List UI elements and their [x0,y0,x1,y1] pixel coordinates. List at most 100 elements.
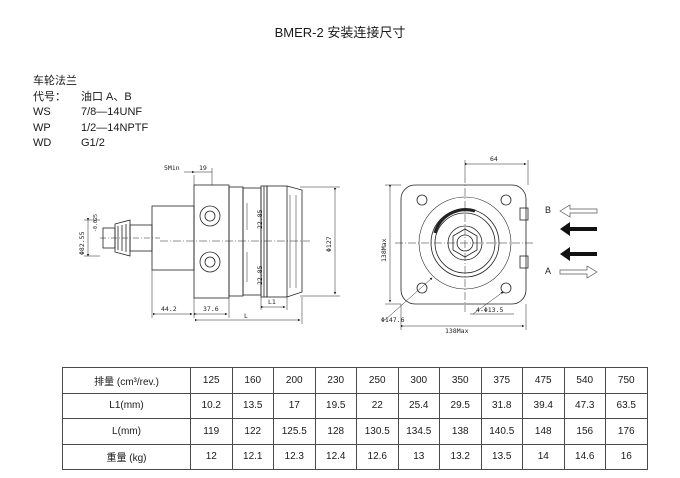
spec-key: WP [33,121,51,134]
spec-row-wd: WD G1/2 [33,136,148,152]
table-cell: 122 [231,418,274,445]
table-cell: 63.5 [605,392,648,419]
table-cell: 13.2 [439,443,482,470]
row-header: 重量 (kg) [62,443,191,470]
table-cell: 250 [356,367,399,394]
table-cell: 12.3 [273,443,316,470]
spec-key: 代号： [33,90,66,103]
dim-37-6: 37.6 [203,305,219,313]
end-cover [266,185,288,298]
row-header: 排量 (cm³/rev.) [62,367,191,394]
row-header: L1(mm) [62,392,191,419]
page-title: BMER-2 安装连接尺寸 [274,25,406,40]
gerotor-section [228,186,244,297]
table-cell: 475 [522,367,565,394]
technical-drawing: 5Min 19 22.85 22.85 Φ127 Φ82.55 -0.025 4… [78,155,598,335]
table-cell: 12.1 [231,443,274,470]
table-cell: 16 [605,443,648,470]
port-b-label: B [545,205,551,215]
port-a-side [199,251,221,273]
port-b-side [199,205,221,227]
motor-body [193,184,230,299]
table-cell: 128 [314,418,357,445]
arrow-a-outline [559,265,598,279]
spec-key: WD [33,137,52,149]
dim-22-85-lower: 22.85 [256,265,264,285]
spec-heading: 车轮法兰 [33,75,77,87]
side-view [84,168,340,324]
spec-row-code: 代号： 油口 A、B [33,90,148,106]
dim-l1: L1 [268,298,276,306]
table-row: L1(mm) 10.2 13.5 17 19.5 22 25.4 29.5 31… [62,392,648,419]
mount-hole [416,194,428,206]
port-b-front [519,207,529,221]
table-cell: 350 [439,367,482,394]
table-cell: 13.5 [231,392,274,419]
table-cell: 750 [605,367,648,394]
table-cell: 25.4 [397,392,440,419]
arrow-in-dark [560,222,597,236]
table-cell: 148 [522,418,565,445]
table-cell: 156 [563,418,606,445]
dim-tolerance: -0.025 [93,214,99,232]
table-cell: 138 [439,418,482,445]
table-cell: 12.4 [314,443,357,470]
table-row: 重量 (kg) 12 12.1 12.3 12.4 12.6 13 13.2 1… [62,443,648,470]
table-cell: 31.8 [480,392,523,419]
table-cell: 160 [231,367,274,394]
table-cell: 125 [190,367,233,394]
port-a-front [519,255,529,269]
dim-138max-horizontal: 138Max [445,327,469,335]
table-cell: 230 [314,367,357,394]
port-a-label: A [545,266,551,276]
dim-5min: 5Min [164,164,180,172]
table-cell: 119 [190,418,233,445]
spec-value: G1/2 [81,137,105,149]
dim-phi-127: Φ127 [325,236,333,252]
flow-arrows: B A [545,204,598,279]
table-row: 排量 (cm³/rev.) 125 160 200 230 250 300 35… [62,367,648,394]
table-cell: 130.5 [356,418,399,445]
table-cell: 13 [397,443,440,470]
front-view-labels: 64 138Max Φ147.6 4-Φ13.5 138Max [380,155,503,335]
spec-table: 排量 (cm³/rev.) 125 160 200 230 250 300 35… [62,367,648,470]
dim-64: 64 [490,155,498,163]
table-cell: 12.6 [356,443,399,470]
dim-l: L [244,312,248,320]
arrow-out-dark [560,247,597,261]
spec-row-ws: WS 7/8—14UNF [33,105,148,121]
dim-138max-vertical: 138Max [380,238,388,262]
table-cell: 375 [480,367,523,394]
spec-key: WS [33,106,51,118]
arrow-b-outline [559,204,598,218]
table-cell: 140.5 [480,418,523,445]
side-view-labels: 5Min 19 22.85 22.85 Φ127 Φ82.55 -0.025 4… [78,164,333,320]
spec-value: 7/8—14UNF [81,106,143,118]
table-cell: 14 [522,443,565,470]
table-cell: 540 [563,367,606,394]
dim-phi-82-55: Φ82.55 [78,231,86,255]
table-cell: 125.5 [273,418,316,445]
front-view [384,160,535,330]
table-cell: 12 [190,443,233,470]
row-header: L(mm) [62,418,191,445]
spec-value: 油口 A、B [81,90,132,103]
table-cell: 200 [273,367,316,394]
table-row: L(mm) 119 122 125.5 128 130.5 134.5 138 … [62,418,648,445]
mount-hole [500,194,512,206]
table-cell: 14.6 [563,443,606,470]
dim-22-85-upper: 22.85 [256,209,264,229]
table-cell: 17 [273,392,316,419]
table-cell: 47.3 [563,392,606,419]
table-cell: 300 [397,367,440,394]
table-cell: 19.5 [314,392,357,419]
table-cell: 176 [605,418,648,445]
spec-row-wp: WP 1/2—14NPTF [33,121,148,137]
table-cell: 29.5 [439,392,482,419]
table-cell: 39.4 [522,392,565,419]
table-cell: 13.5 [480,443,523,470]
shaft-taper [114,219,131,257]
spec-value: 1/2—14NPTF [81,121,149,134]
dim-phi-147-6: Φ147.6 [381,316,405,324]
